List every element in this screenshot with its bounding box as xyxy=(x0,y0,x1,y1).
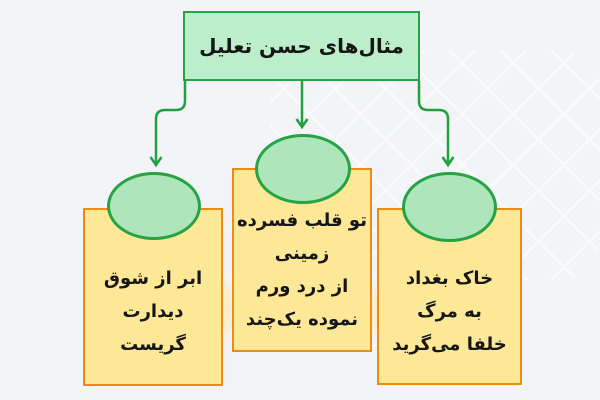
ellipse-node-right xyxy=(402,172,497,242)
ellipse-node-left xyxy=(107,172,201,240)
arrow-right xyxy=(417,81,455,168)
arrow-left xyxy=(149,81,187,168)
card-line: خلفا می‌گرید xyxy=(392,334,507,355)
card-line: خاک بغداد xyxy=(405,268,494,289)
card-line: تو قلب فسرده xyxy=(237,210,367,231)
card-line: ابر از شوق xyxy=(103,268,203,289)
card-line: دیدارت xyxy=(122,301,184,322)
card-line: زمینی xyxy=(274,243,330,264)
card-line: گریست xyxy=(120,334,186,355)
ellipse-node-middle xyxy=(255,134,351,204)
card-line: از درد ورم xyxy=(255,276,349,297)
card-line: به مرگ xyxy=(417,301,482,322)
card-line: نموده یک‌چند xyxy=(245,309,359,330)
title-label: مثال‌های حسن تعلیل xyxy=(199,34,404,58)
title-node: مثال‌های حسن تعلیل xyxy=(183,11,420,81)
